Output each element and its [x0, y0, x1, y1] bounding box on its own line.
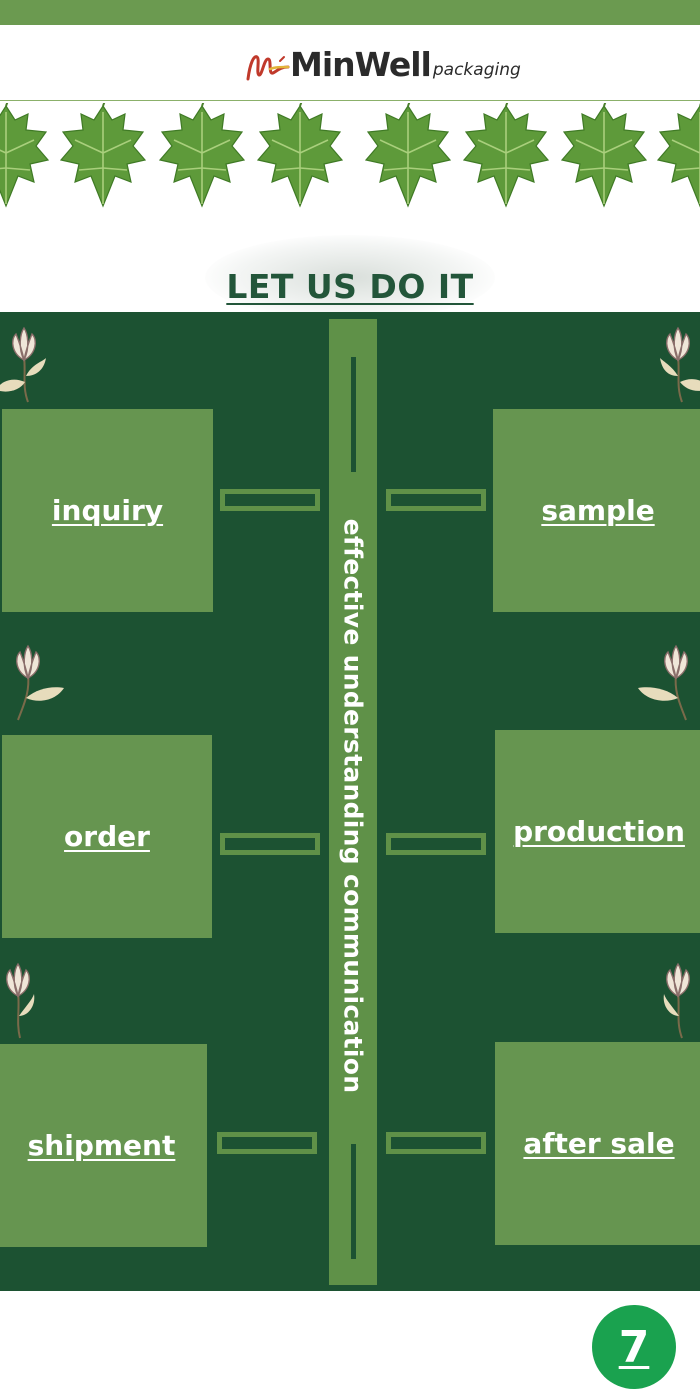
step-label: inquiry — [51, 494, 164, 527]
step-production[interactable]: production — [495, 730, 700, 933]
leaf-icon — [0, 103, 49, 207]
leaf-icon — [257, 103, 343, 207]
flower-icon — [0, 326, 46, 403]
flower-icon — [638, 644, 688, 721]
page-number: 7 — [618, 1321, 650, 1373]
spine-line-top — [351, 357, 356, 472]
leaf-icon — [159, 103, 245, 207]
step-label: sample — [541, 494, 655, 527]
step-sample[interactable]: sample — [493, 409, 700, 612]
step-label: order — [64, 820, 150, 853]
connector-left — [220, 489, 320, 511]
title-glow — [205, 235, 495, 320]
connector-right — [386, 489, 486, 511]
step-shipment[interactable]: shipment — [0, 1044, 207, 1247]
section-title: LET US DO IT — [226, 267, 474, 306]
flower-icon — [16, 644, 64, 721]
step-label: after sale — [523, 1127, 675, 1160]
step-order[interactable]: order — [2, 735, 212, 938]
brand-name: MinWell — [290, 45, 432, 84]
connector-right — [386, 1132, 486, 1154]
leaf-icon — [60, 103, 146, 207]
connector-left — [220, 833, 320, 855]
step-label: shipment — [27, 1129, 176, 1162]
top-accent-bar — [0, 0, 700, 25]
connector-right — [386, 833, 486, 855]
site-header: MinWell packaging — [0, 25, 700, 101]
logo-swoosh-icon — [246, 55, 290, 81]
page-number-badge[interactable]: 7 — [592, 1305, 676, 1389]
leaf-icon — [463, 103, 549, 207]
flower-icon — [660, 326, 700, 403]
connector-left — [217, 1132, 317, 1154]
brand-suffix: packaging — [432, 60, 521, 80]
process-panel: effective understanding communication in… — [0, 312, 700, 1291]
brand-logo[interactable]: MinWell packaging — [244, 41, 521, 85]
flower-icon — [6, 962, 35, 1039]
leaf-icon — [657, 103, 700, 207]
leaf-icon — [561, 103, 647, 207]
process-spine — [329, 319, 377, 1285]
leaf-icon — [365, 103, 451, 207]
step-label: production — [513, 815, 685, 848]
leaf-border-decoration — [0, 103, 700, 207]
section-title-block: LET US DO IT — [0, 235, 700, 320]
spine-label: effective understanding communication — [338, 518, 368, 1094]
step-inquiry[interactable]: inquiry — [2, 409, 213, 612]
spine-line-bottom — [351, 1144, 356, 1259]
flower-icon — [663, 962, 690, 1039]
step-after-sale[interactable]: after sale — [495, 1042, 700, 1245]
